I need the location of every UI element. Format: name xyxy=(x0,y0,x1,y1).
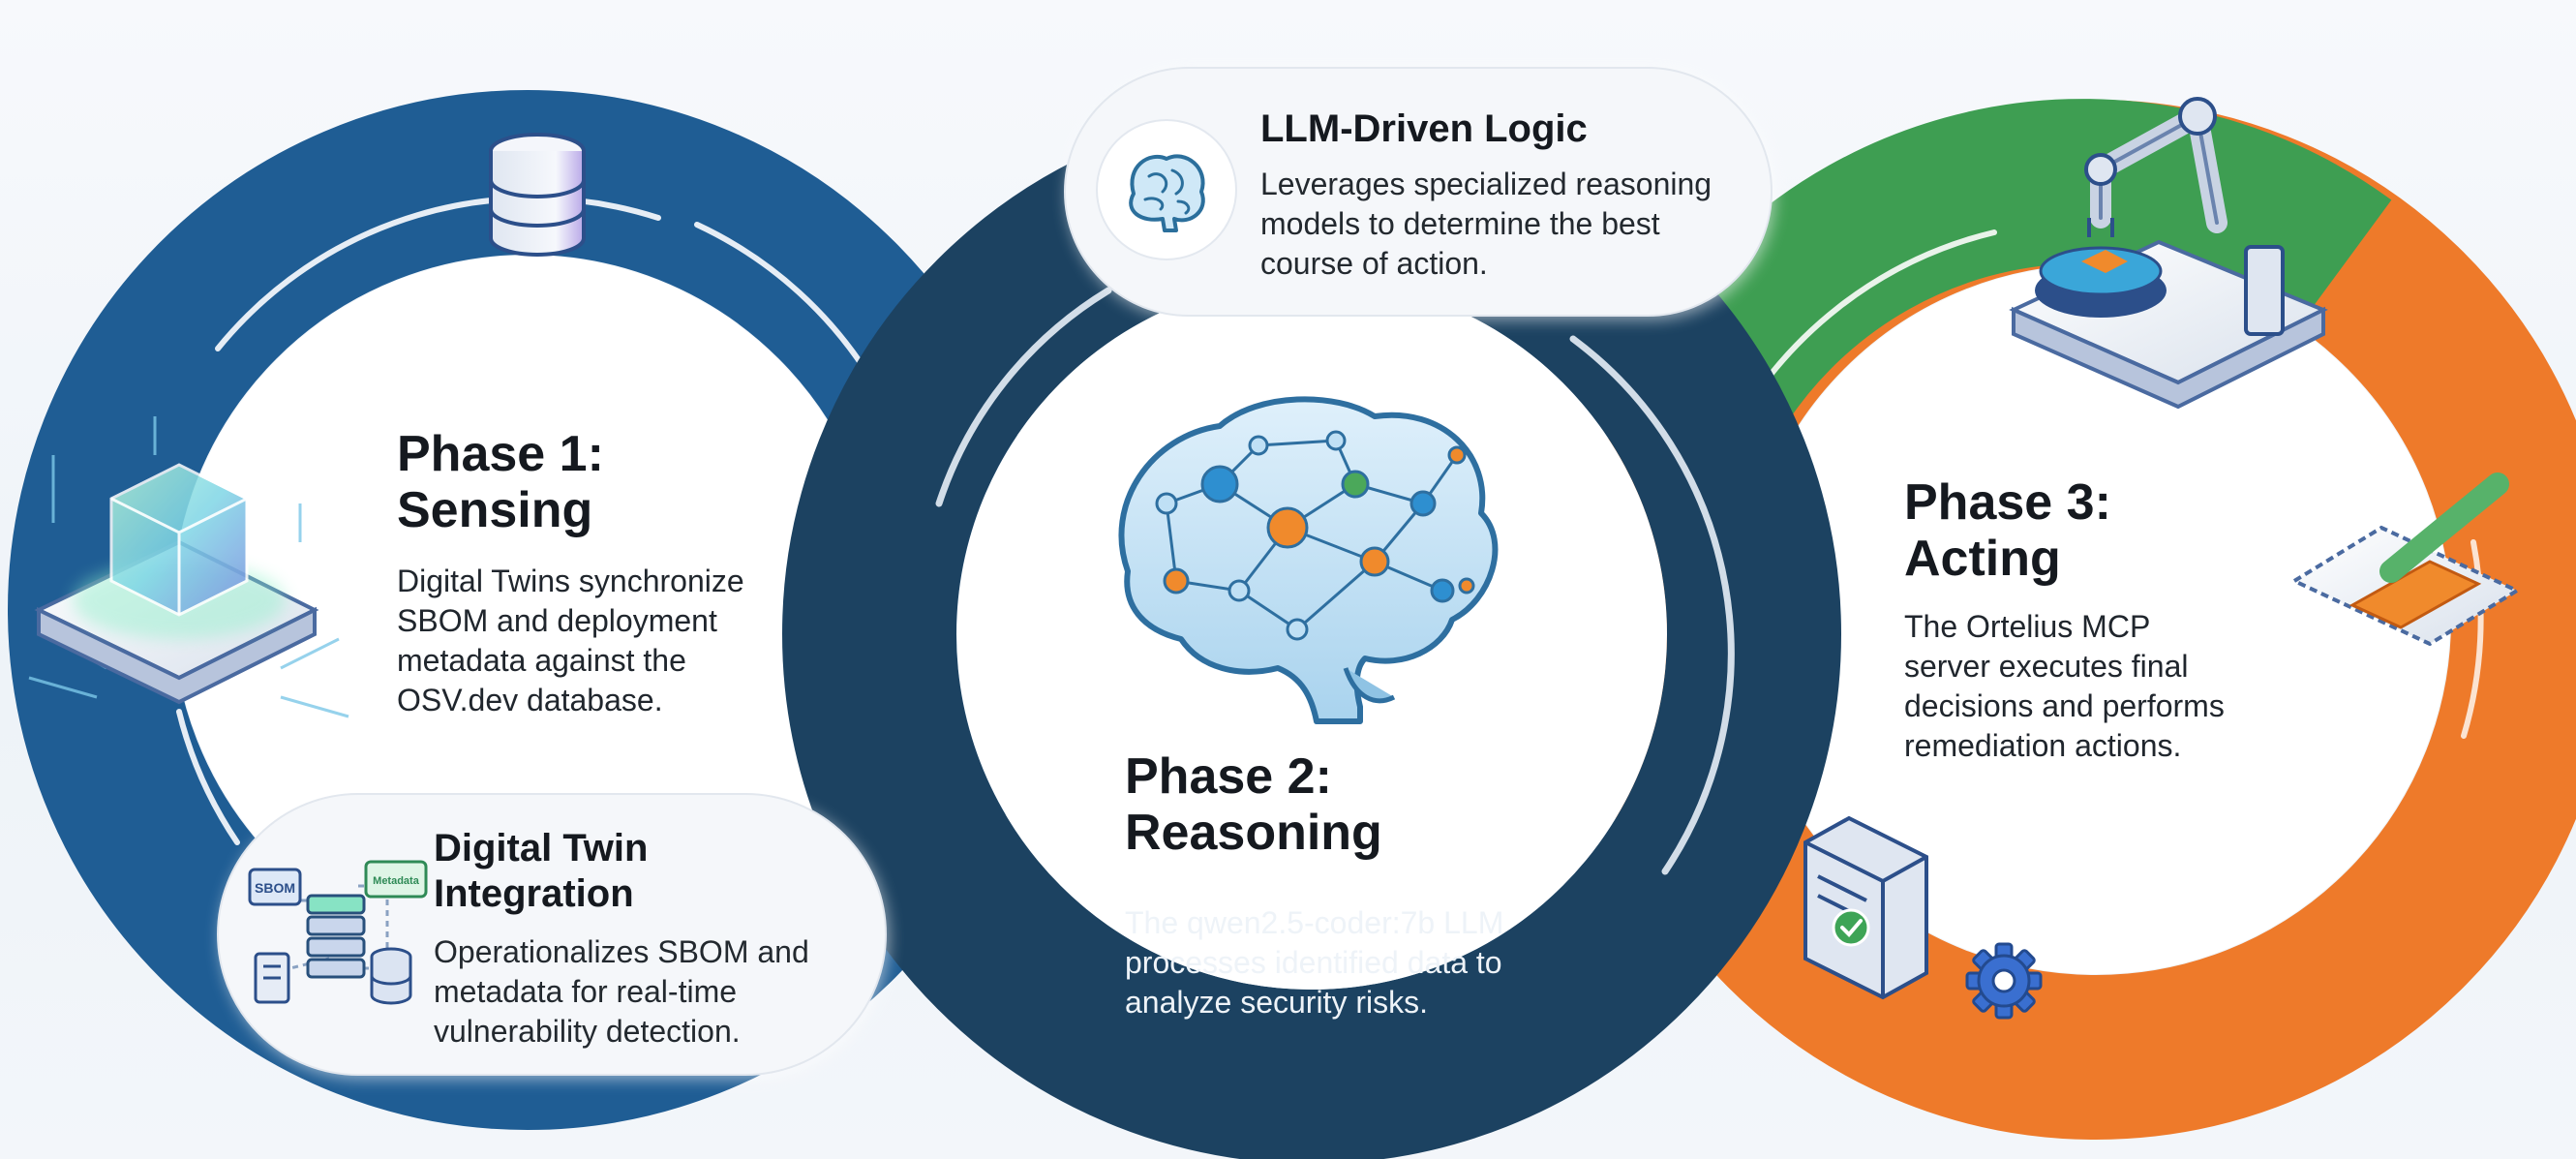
phase-3-title-line1: Phase 3: xyxy=(1904,474,2111,531)
phase-1-line: SBOM and deployment xyxy=(397,603,717,638)
llm-logic-title: LLM-Driven Logic xyxy=(1260,107,1588,150)
phase-1-line: metadata against the xyxy=(397,643,686,678)
robot-arm-icon xyxy=(2009,97,2328,410)
gear-icon xyxy=(1965,942,2043,1020)
digital-twin-title: Digital Twin Integration xyxy=(434,826,648,917)
phase-3-title-line2: Acting xyxy=(1904,531,2061,587)
phase-2-title-line2: Reasoning xyxy=(1125,805,1382,861)
phase-1-title-line2: Sensing xyxy=(397,482,593,538)
phase-3-line: decisions and performs xyxy=(1904,688,2225,723)
phase-2-title: Phase 2: Reasoning xyxy=(1125,748,1382,861)
phase-1-line: Digital Twins synchronize xyxy=(397,564,744,598)
llm-logic-description: Leverages specialized reasoning models t… xyxy=(1260,165,1712,284)
sbom-pipeline-icon: SBOM Metadata xyxy=(248,860,428,1005)
phase-2-line: The qwen2.5-coder:7b LLM xyxy=(1125,905,1504,940)
digital-twin-line: metadata for real-time xyxy=(434,974,738,1009)
brain-network-icon xyxy=(1118,396,1499,724)
phase-3-line: remediation actions. xyxy=(1904,728,2182,763)
phase-2-line: processes identified data to xyxy=(1125,945,1502,980)
database-icon xyxy=(489,133,586,257)
digital-twin-line: vulnerability detection. xyxy=(434,1014,741,1049)
phase-3-line: server executes final xyxy=(1904,649,2189,684)
phase-1-title: Phase 1: Sensing xyxy=(397,426,604,538)
phase-3-line: The Ortelius MCP xyxy=(1904,609,2151,644)
metadata-label: Metadata xyxy=(373,875,420,887)
phase-2-line: analyze security risks. xyxy=(1125,985,1428,1020)
digital-twin-title-line2: Integration xyxy=(434,872,634,915)
phase-1-description: Digital Twins synchronize SBOM and deplo… xyxy=(397,562,744,720)
digital-twin-line: Operationalizes SBOM and xyxy=(434,934,809,969)
card-reader-icon xyxy=(2289,473,2522,647)
phase-1-line: OSV.dev database. xyxy=(397,683,663,717)
phase-3-description: The Ortelius MCP server executes final d… xyxy=(1904,607,2225,766)
phase-2-description: The qwen2.5-coder:7b LLM processes ident… xyxy=(1125,903,1503,1022)
llm-logic-line: Leverages specialized reasoning xyxy=(1260,167,1712,201)
cube-chip-icon xyxy=(28,416,349,718)
llm-logic-line: course of action. xyxy=(1260,246,1488,281)
brain-outline-icon xyxy=(1129,154,1205,232)
phase-2-title-line1: Phase 2: xyxy=(1125,748,1332,805)
phase-1-title-line1: Phase 1: xyxy=(397,426,604,482)
phase-3-title: Phase 3: Acting xyxy=(1904,474,2111,587)
server-check-icon xyxy=(1803,815,1928,1000)
digital-twin-description: Operationalizes SBOM and metadata for re… xyxy=(434,932,809,1052)
sbom-label: SBOM xyxy=(255,880,295,896)
llm-logic-line: models to determine the best xyxy=(1260,206,1660,241)
digital-twin-title-line1: Digital Twin xyxy=(434,827,649,869)
